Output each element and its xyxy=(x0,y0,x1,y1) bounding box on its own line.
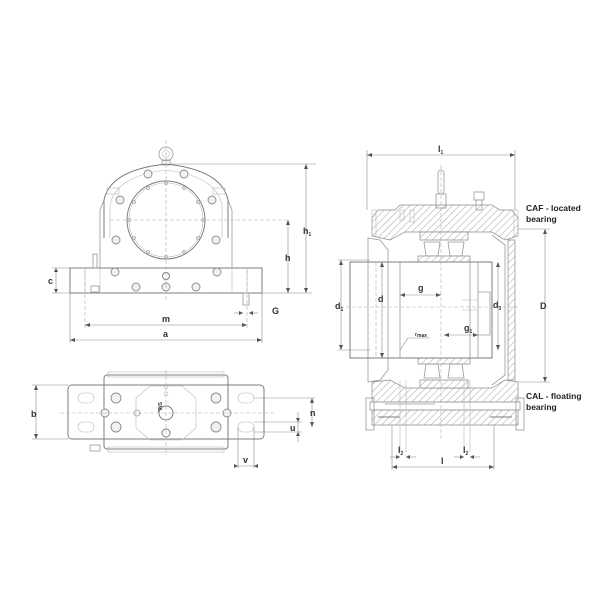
dim-label-d: d xyxy=(378,294,384,304)
dim-label-g1: g1 xyxy=(464,323,473,335)
dim-label-m: m xyxy=(162,314,170,324)
top-view: SNL b n u v xyxy=(31,370,316,468)
dim-label-n: n xyxy=(310,408,316,418)
dim-label-u: u xyxy=(290,423,296,433)
casting-mark: SNL xyxy=(156,402,162,412)
dim-label-l1: l1 xyxy=(438,144,444,156)
dim-label-rmax: rmax xyxy=(415,332,427,339)
note-cal-line1: CAL - floating xyxy=(526,391,582,401)
dim-label-G: G xyxy=(272,306,279,316)
dim-label-l2-right: l2 xyxy=(463,445,469,457)
note-cal-line2: bearing xyxy=(526,402,557,412)
dim-label-d1: d1 xyxy=(335,301,344,313)
dim-label-c: c xyxy=(48,276,53,286)
dim-label-l: l xyxy=(441,456,444,466)
dim-label-g: g xyxy=(418,283,424,293)
dim-label-d3: d3 xyxy=(493,300,502,312)
front-view: h1 h c G m a xyxy=(48,140,316,343)
dim-label-a: a xyxy=(163,329,169,339)
dim-label-h1: h1 xyxy=(303,226,312,238)
dim-label-l2-left: l2 xyxy=(398,445,404,457)
dim-label-b: b xyxy=(31,409,37,419)
note-caf-line1: CAF - located xyxy=(526,203,581,213)
note-caf-line2: bearing xyxy=(526,214,557,224)
dim-label-h: h xyxy=(285,253,291,263)
section-view: l1 D d1 d d3 g g1 xyxy=(335,144,582,470)
dim-label-D: D xyxy=(540,301,547,311)
dim-label-v: v xyxy=(243,455,248,465)
